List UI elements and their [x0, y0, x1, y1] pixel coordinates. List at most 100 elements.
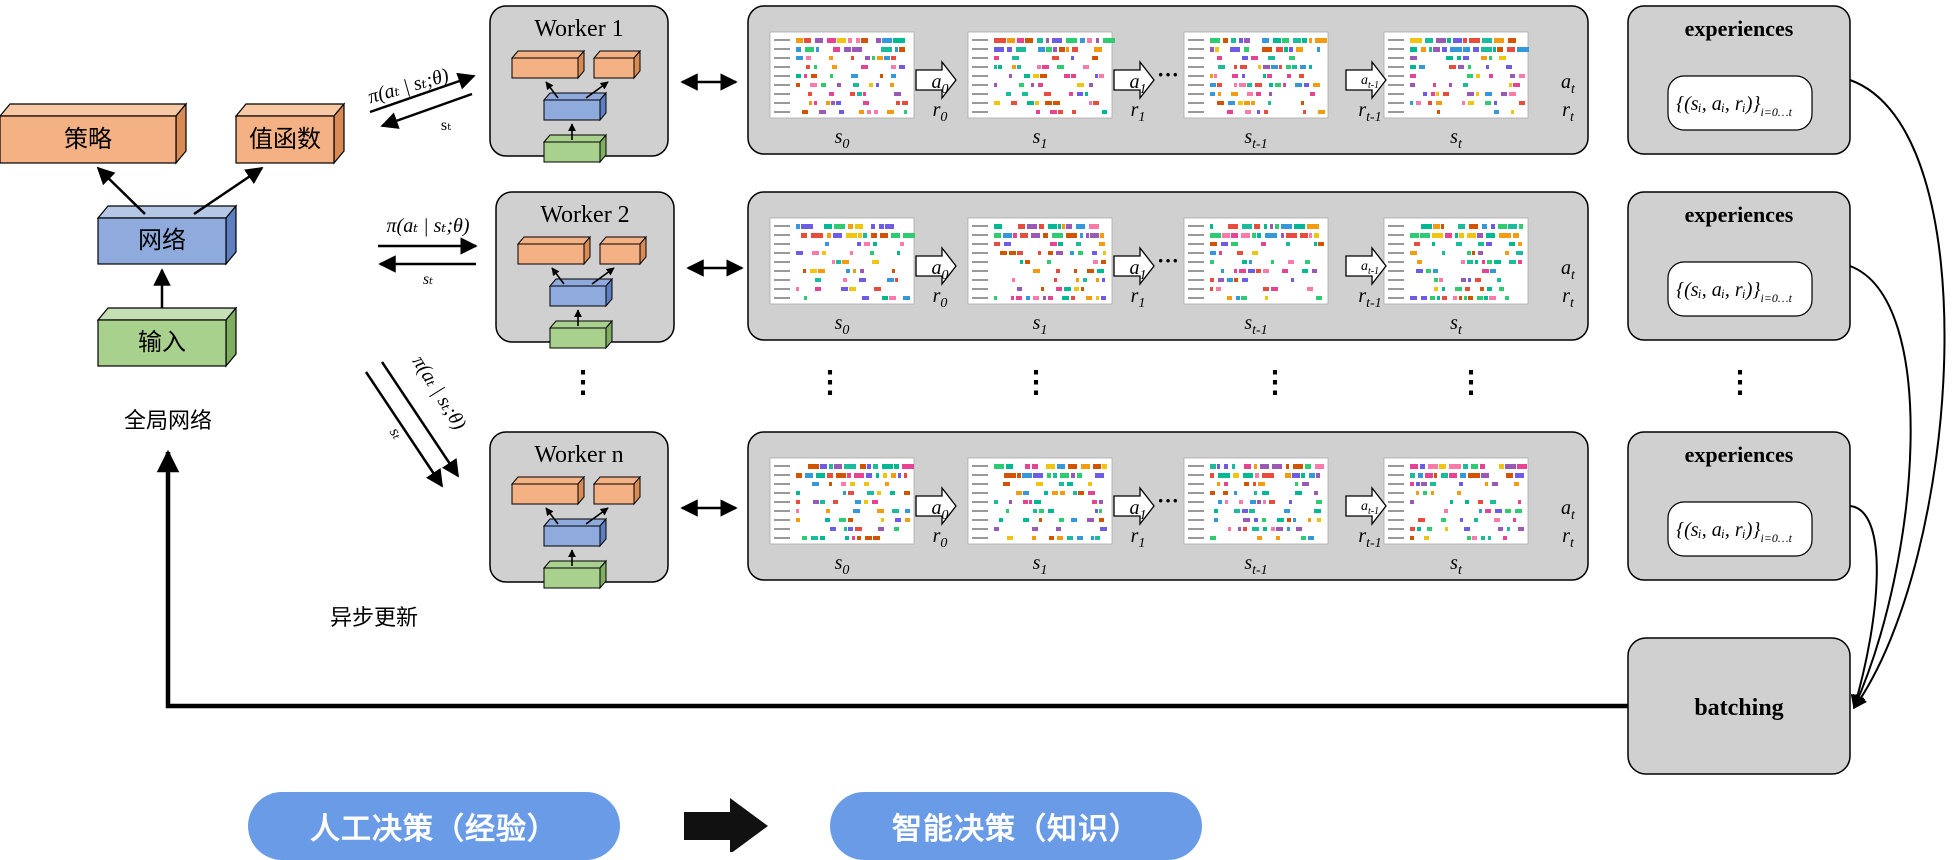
state-snapshot — [769, 457, 915, 545]
reward-label: rt-1 — [1358, 285, 1381, 311]
vertical-ellipsis: ⋮ — [1725, 366, 1755, 399]
state-snapshot — [967, 457, 1113, 545]
state-snapshot — [1383, 31, 1529, 119]
worker-panel: Worker 1 — [489, 5, 669, 164]
input-label: 输入 — [138, 328, 186, 356]
input-box: 输入 — [96, 306, 238, 368]
state-label: st-1 — [1244, 312, 1267, 338]
worker-title: Worker 2 — [540, 202, 629, 228]
reward-label: r1 — [1131, 525, 1146, 551]
value-function-box: 值函数 — [234, 102, 346, 165]
experiences-n-to-batching-arrow — [1849, 505, 1878, 710]
state-label: s0 — [835, 312, 850, 338]
action-label: at — [1561, 71, 1576, 97]
state-snapshot — [1383, 457, 1529, 545]
experiences-formula: {(sᵢ, aᵢ, rᵢ)}i=0…t — [1676, 519, 1792, 545]
transition-arrow — [915, 486, 957, 526]
vertical-ellipsis: ⋮ — [815, 366, 845, 399]
transition-arrow — [915, 246, 957, 286]
action-label: at-1 — [1361, 259, 1379, 277]
transition-arrow — [684, 798, 768, 852]
network-to-value-arrow — [193, 166, 264, 216]
state-label: st-1 — [1244, 552, 1267, 578]
transition-arrow — [1113, 486, 1155, 526]
experiences-panel: experiences {(sᵢ, aᵢ, rᵢ)}i=0…t — [1627, 431, 1851, 581]
state-label: st — [1450, 312, 1463, 338]
reward-label: rt — [1562, 99, 1575, 125]
experiences-title: experiences — [1685, 442, 1794, 467]
trajectory-ellipsis: ··· — [1157, 488, 1179, 513]
policy-label: 策略 — [64, 125, 112, 153]
action-label: at — [1561, 257, 1576, 283]
worker-1-state-label: sₜ — [441, 117, 451, 134]
trajectory-ellipsis: ··· — [1157, 248, 1179, 273]
worker-n-communication: π(aₜ | sₜ;θ) sₜ — [364, 352, 471, 488]
state-snapshot — [1183, 217, 1329, 305]
intelligent-decision-pill: 智能决策（知识） — [830, 792, 1202, 860]
state-label: st-1 — [1244, 126, 1267, 152]
reward-label: rt-1 — [1358, 99, 1381, 125]
global-network: 策略 值函数 网络 输入 全局网络 — [0, 102, 346, 434]
vertical-ellipsis: ⋮ — [568, 366, 598, 399]
experiences-title: experiences — [1685, 16, 1794, 41]
experiences-formula: {(sᵢ, aᵢ, rᵢ)}i=0…t — [1676, 93, 1792, 119]
vertical-ellipses: ⋮⋮⋮⋮⋮⋮ — [568, 366, 1755, 399]
action-label: at-1 — [1361, 73, 1379, 91]
state-snapshot — [1183, 457, 1329, 545]
worker-2-policy-label: π(aₜ | sₜ;θ) — [387, 215, 470, 237]
experiences-2-to-batching-arrow — [1849, 265, 1912, 710]
manual-decision-pill: 人工决策（经验） — [248, 792, 620, 860]
policy-box: 策略 — [0, 102, 188, 165]
state-snapshot — [1183, 31, 1329, 119]
async-update-arrow — [156, 449, 1628, 709]
transition-arrow — [1345, 60, 1387, 100]
state-label: s1 — [1033, 552, 1048, 578]
experiences-formula: {(sᵢ, aᵢ, rᵢ)}i=0…t — [1676, 279, 1792, 305]
action-label: a0 — [932, 497, 949, 523]
worker-panel: Worker 2 — [495, 191, 675, 350]
reward-label: r0 — [933, 99, 948, 125]
worker-2-state-label: sₜ — [423, 271, 433, 288]
state-label: s1 — [1033, 126, 1048, 152]
reward-label: rt — [1562, 525, 1575, 551]
state-snapshot — [769, 217, 915, 305]
worker-1-policy-label: π(aₜ | sₜ;θ) — [365, 64, 451, 108]
state-snapshot — [967, 31, 1115, 119]
transition-arrow — [1345, 246, 1387, 286]
transition-arrow — [915, 60, 957, 100]
transition-arrow — [1345, 486, 1387, 526]
worker-1-communication: π(aₜ | sₜ;θ) sₜ — [365, 64, 476, 134]
batching-label: batching — [1694, 695, 1783, 721]
worker-n-policy-label: π(aₜ | sₜ;θ) — [408, 352, 471, 434]
batching-panel: batching — [1627, 637, 1851, 775]
vertical-ellipsis: ⋮ — [1456, 366, 1486, 399]
global-network-caption: 全局网络 — [124, 409, 212, 434]
state-label: st — [1450, 126, 1463, 152]
reward-label: rt-1 — [1358, 525, 1381, 551]
vertical-ellipsis: ⋮ — [1260, 366, 1290, 399]
network-box: 网络 — [96, 204, 238, 266]
transition-arrow — [1113, 246, 1155, 286]
state-label: s0 — [835, 552, 850, 578]
action-label: at — [1561, 497, 1576, 523]
experiences-1-to-batching-arrow — [1849, 79, 1946, 710]
state-snapshot — [1383, 217, 1529, 305]
worker-title: Worker n — [534, 442, 623, 468]
action-label: a0 — [932, 71, 949, 97]
worker-title: Worker 1 — [534, 16, 623, 42]
state-label: s0 — [835, 126, 850, 152]
transition-arrow — [1113, 60, 1155, 100]
action-label: a1 — [1130, 497, 1147, 523]
state-snapshot — [769, 31, 915, 119]
worker-2-communication: π(aₜ | sₜ;θ) sₜ — [378, 215, 478, 288]
trajectory-ellipsis: ··· — [1157, 62, 1179, 87]
worker-n-state-label: sₜ — [386, 425, 406, 443]
reward-label: r1 — [1131, 285, 1146, 311]
